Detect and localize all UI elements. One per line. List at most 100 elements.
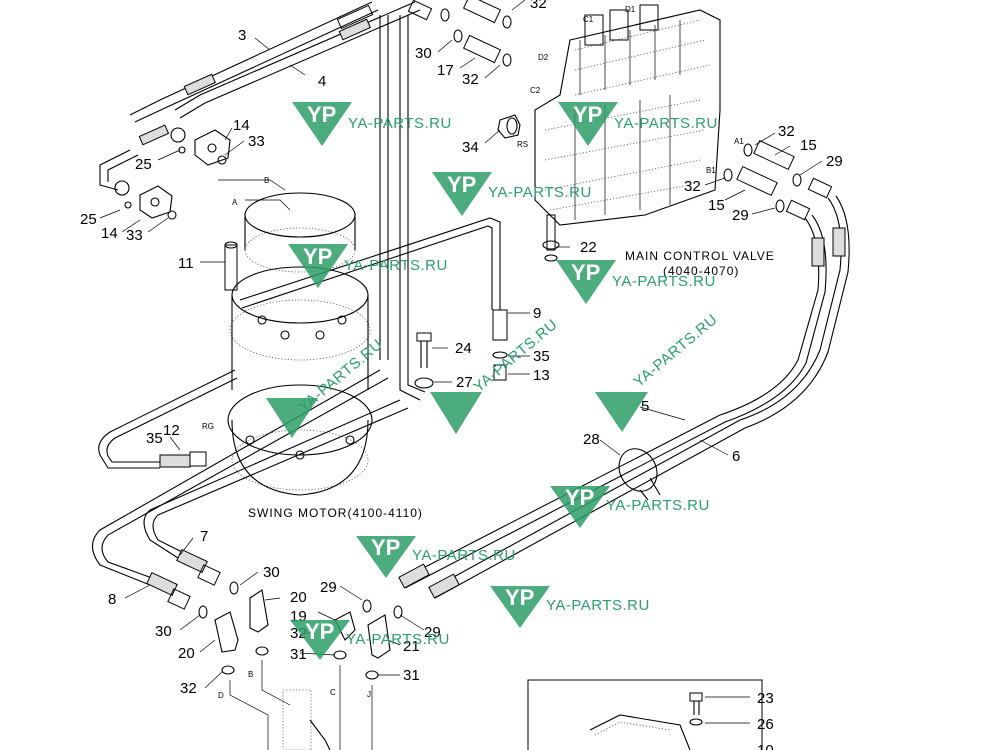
port-d: D xyxy=(218,691,224,700)
part-label-33: 33 xyxy=(126,227,143,244)
part-label-30: 30 xyxy=(155,623,172,640)
watermark-5: YP YA-PARTS.RU xyxy=(556,260,716,304)
part-label-6: 6 xyxy=(732,448,740,465)
watermark-4: YP YA-PARTS.RU xyxy=(288,244,448,288)
part-label-9: 9 xyxy=(533,305,541,322)
main-control-valve-range: (4040-4070) xyxy=(663,264,739,278)
part-label-35: 35 xyxy=(146,430,163,447)
watermark-site: YA-PARTS.RU xyxy=(630,311,720,391)
part-label-31: 31 xyxy=(290,646,307,663)
part-label-33: 33 xyxy=(248,133,265,150)
part-label-10: 10 xyxy=(757,742,774,750)
watermark-site: YA-PARTS.RU xyxy=(348,115,452,132)
part-label-23: 23 xyxy=(757,690,774,707)
watermark-site: YA-PARTS.RU xyxy=(612,273,716,290)
part-label-13: 13 xyxy=(533,367,550,384)
watermark-9: YP YA-PARTS.RU xyxy=(550,485,710,528)
watermark-3: YP YA-PARTS.RU xyxy=(432,172,592,216)
elbows-bottom xyxy=(198,581,403,680)
vertical-pipes xyxy=(379,15,426,401)
watermark-site: YA-PARTS.RU xyxy=(606,497,710,514)
part-label-20: 20 xyxy=(178,645,195,662)
part-label-29: 29 xyxy=(320,579,337,596)
part-label-35: 35 xyxy=(533,348,550,365)
watermark-8-rotated: YA-PARTS.RU xyxy=(630,311,720,391)
part-label-29: 29 xyxy=(732,207,749,224)
part-label-14: 14 xyxy=(233,117,250,134)
port-c2: C2 xyxy=(530,86,541,95)
part-label-14: 14 xyxy=(101,225,118,242)
part-label-28: 28 xyxy=(583,431,600,448)
watermark-8-logo xyxy=(595,392,648,432)
hoses-5-6 xyxy=(398,195,850,599)
watermark-logo: YP xyxy=(571,260,600,285)
part-label-32: 32 xyxy=(180,680,197,697)
flange-14-left xyxy=(124,185,177,220)
watermark-site: YA-PARTS.RU xyxy=(412,547,516,564)
watermark-site: YA-PARTS.RU xyxy=(346,631,450,648)
port-b-low: B xyxy=(248,670,253,679)
port-d1: D1 xyxy=(625,5,636,14)
part-label-31: 31 xyxy=(403,667,420,684)
part-label-20: 20 xyxy=(290,589,307,606)
hose-12 xyxy=(98,369,238,469)
watermark-site: YA-PARTS.RU xyxy=(344,257,448,274)
watermark-site: YA-PARTS.RU xyxy=(488,184,592,201)
pipes-3-4 xyxy=(99,1,421,196)
main-control-valve xyxy=(497,4,721,262)
watermark-logo: YP xyxy=(307,102,336,127)
part-label-30: 30 xyxy=(263,564,280,581)
part-label-8: 8 xyxy=(108,591,116,608)
part-label-12: 12 xyxy=(163,422,180,439)
port-c1: C1 xyxy=(583,15,594,24)
watermark-11: YP YA-PARTS.RU xyxy=(490,585,650,628)
watermark-logo: YP xyxy=(305,619,334,644)
part-label-27: 27 xyxy=(456,374,473,391)
watermark-logo: YP xyxy=(573,102,602,127)
port-d2: D2 xyxy=(538,53,549,62)
right-fittings xyxy=(723,139,833,221)
part-label-34: 34 xyxy=(462,139,479,156)
part-label-7: 7 xyxy=(200,528,208,545)
clamp-28 xyxy=(618,448,661,501)
part-label-3: 3 xyxy=(238,27,246,44)
bottom-connectors xyxy=(229,660,373,750)
part-label-32: 32 xyxy=(684,178,701,195)
port-b1: B1 xyxy=(706,166,716,175)
watermark-2: YP YA-PARTS.RU xyxy=(558,102,717,146)
watermark-1: YP YA-PARTS.RU xyxy=(292,102,452,146)
bolt-24 xyxy=(414,332,434,389)
part-label-32: 32 xyxy=(778,123,795,140)
port-rg: RG xyxy=(202,422,214,431)
part-label-32: 32 xyxy=(462,71,479,88)
main-control-valve-caption: MAIN CONTROL VALVE xyxy=(625,249,775,263)
leader-lines xyxy=(99,0,823,724)
part-label-25: 25 xyxy=(80,211,97,228)
part-label-24: 24 xyxy=(455,340,472,357)
part-label-29: 29 xyxy=(826,153,843,170)
watermark-logo: YP xyxy=(565,485,594,510)
part-label-22: 22 xyxy=(580,239,597,256)
port-labels: C1 D1 D2 C2 RS A1 B1 A B RG D B C J xyxy=(202,5,744,700)
swing-motor xyxy=(224,192,373,496)
hoses-7-8 xyxy=(91,369,409,610)
part-label-17: 17 xyxy=(437,62,454,79)
part-label-30: 30 xyxy=(415,45,432,62)
watermark-logo: YP xyxy=(303,244,332,269)
part-numbers: 32 30 17 32 3 4 14 33 25 25 14 33 34 11 … xyxy=(80,0,843,750)
part-label-29: 29 xyxy=(424,624,441,641)
part-label-11: 11 xyxy=(178,255,194,272)
part-label-26: 26 xyxy=(757,716,774,733)
inset-box xyxy=(527,679,763,750)
watermark-site: YA-PARTS.RU xyxy=(546,597,650,614)
port-rs: RS xyxy=(517,140,528,149)
port-b: B xyxy=(264,176,269,185)
watermark-logo: YP xyxy=(447,172,476,197)
flange-14-top xyxy=(178,129,231,166)
part-label-4: 4 xyxy=(318,73,326,90)
watermark-12: YP YA-PARTS.RU xyxy=(290,619,450,660)
fittings-top xyxy=(407,0,512,67)
watermark-7-logo xyxy=(430,392,482,434)
part-label-5: 5 xyxy=(641,398,649,415)
